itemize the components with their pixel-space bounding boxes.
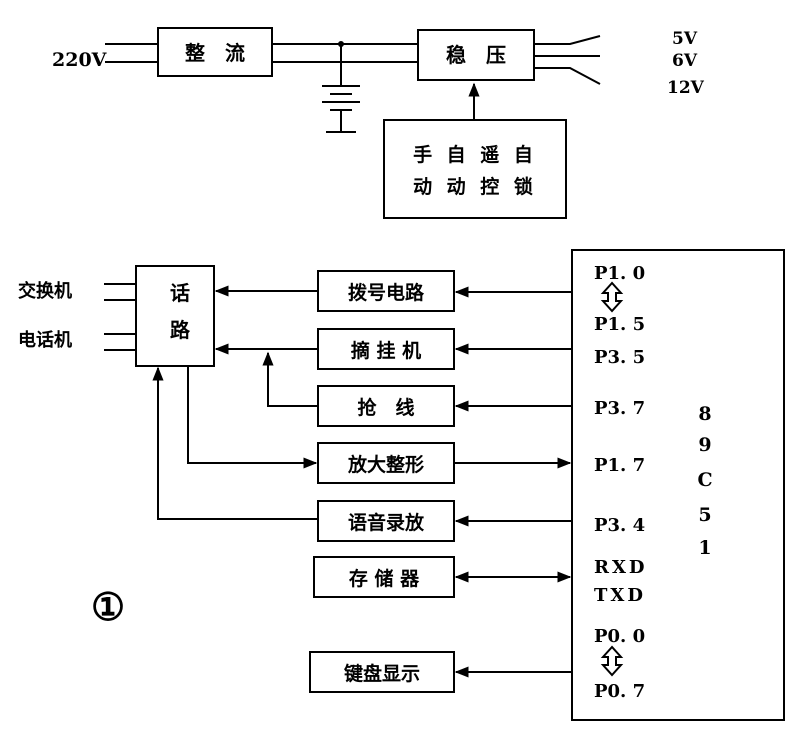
storage-box	[313, 556, 455, 598]
port-p34: P3. 4	[594, 515, 645, 536]
storage-label: 存 储 器	[349, 567, 420, 590]
output-12v: 12V	[667, 78, 705, 98]
port-p00: P0. 0	[594, 626, 645, 647]
line-hub-box	[135, 265, 215, 367]
hook-label: 摘 挂 机	[351, 339, 421, 362]
rectifier-box	[157, 27, 273, 77]
regulator-label: 稳 压	[446, 43, 506, 67]
port-range-arrow-icon	[600, 281, 624, 313]
line-grab-box	[317, 385, 455, 427]
dial-circuit-box	[317, 270, 455, 312]
mcu-name-char: 8	[698, 403, 711, 425]
mcu-name-char: C	[697, 469, 712, 491]
phone-label: 电话机	[18, 329, 72, 351]
mcu-name-char: 5	[698, 504, 711, 526]
mcu-name-char: 1	[698, 537, 711, 559]
signal-grab-to-hook-line	[262, 351, 318, 407]
hook-box	[317, 328, 455, 370]
port-txd: TXD	[594, 585, 646, 606]
signal-hub-to-amp	[187, 366, 318, 469]
keypad-display-label: 键盘显示	[343, 662, 420, 685]
port-p37: P3. 7	[594, 398, 645, 419]
port-p17: P1. 7	[594, 455, 645, 476]
rectifier-label: 整 流	[184, 41, 245, 65]
line-hub-label-2: 路	[170, 318, 191, 342]
regulator-box	[417, 29, 535, 81]
line-hub-label-1: 话	[170, 281, 190, 305]
exchange-label: 交换机	[18, 280, 72, 302]
amplifier-box	[317, 442, 455, 484]
line-grab-label: 抢 线	[357, 396, 414, 419]
mcu-name-char: 9	[698, 434, 711, 456]
dial-circuit-label: 拨号电路	[348, 281, 425, 304]
figure-number: ①	[91, 584, 125, 629]
control-box	[383, 119, 567, 219]
voice-record-label: 语音录放	[348, 511, 425, 534]
control-label-line2: 动 动 控 锁	[413, 175, 537, 198]
signal-voice-to-hub	[152, 366, 318, 520]
amplifier-label: 放大整形	[347, 453, 424, 476]
port-rxd: RXD	[594, 557, 648, 578]
output-6v: 6V	[672, 51, 698, 71]
voice-record-box	[317, 500, 455, 542]
output-5v: 5V	[672, 29, 698, 49]
port-p07: P0. 7	[594, 681, 645, 702]
port-p15: P1. 5	[594, 314, 645, 335]
input-voltage-label: 220V	[52, 49, 108, 71]
battery-icon	[322, 41, 360, 133]
mcu-89c51-box	[571, 249, 785, 721]
port-range-arrow-icon	[600, 645, 624, 677]
port-p10: P1. 0	[594, 263, 645, 284]
control-label-line1: 手 自 遥 自	[413, 143, 537, 166]
port-p35: P3. 5	[594, 347, 645, 368]
keypad-display-box	[309, 651, 455, 693]
